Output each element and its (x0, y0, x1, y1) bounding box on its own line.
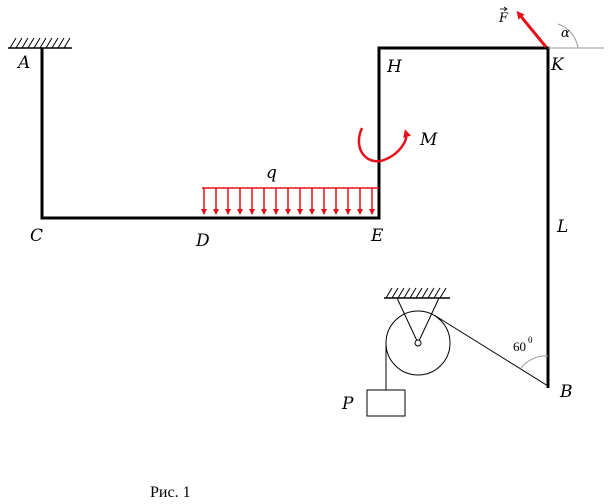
label-d: D (195, 231, 210, 251)
label-p: P (341, 394, 354, 414)
pulley-support (384, 287, 450, 344)
frame-structure (40, 46, 550, 388)
rope-to-b (433, 314, 549, 387)
label-l: L (556, 217, 568, 237)
angle-arc-alpha (557, 23, 579, 49)
label-e: E (370, 226, 384, 246)
label-alpha: α (561, 26, 570, 41)
label-k: K (550, 55, 565, 75)
pulley-axle (414, 339, 422, 347)
angle-unit: 0 (528, 335, 533, 345)
distributed-load-q (201, 187, 379, 215)
label-q: q (266, 163, 277, 183)
label-b: B (559, 382, 573, 402)
force-vector-mark (500, 6, 508, 12)
force-arrow (516, 10, 548, 48)
angle-arc-60 (520, 355, 549, 369)
angle-value: 60 (513, 339, 526, 354)
label-h: H (386, 57, 403, 77)
fixed-support-a (8, 37, 72, 49)
label-a: A (16, 53, 30, 73)
label-c: C (30, 226, 43, 246)
weight-block (366, 389, 406, 417)
moment-arrow (357, 127, 411, 163)
label-m: M (419, 130, 438, 150)
figure-caption: Рис. 1 (150, 484, 191, 501)
label-f: F (498, 11, 509, 26)
